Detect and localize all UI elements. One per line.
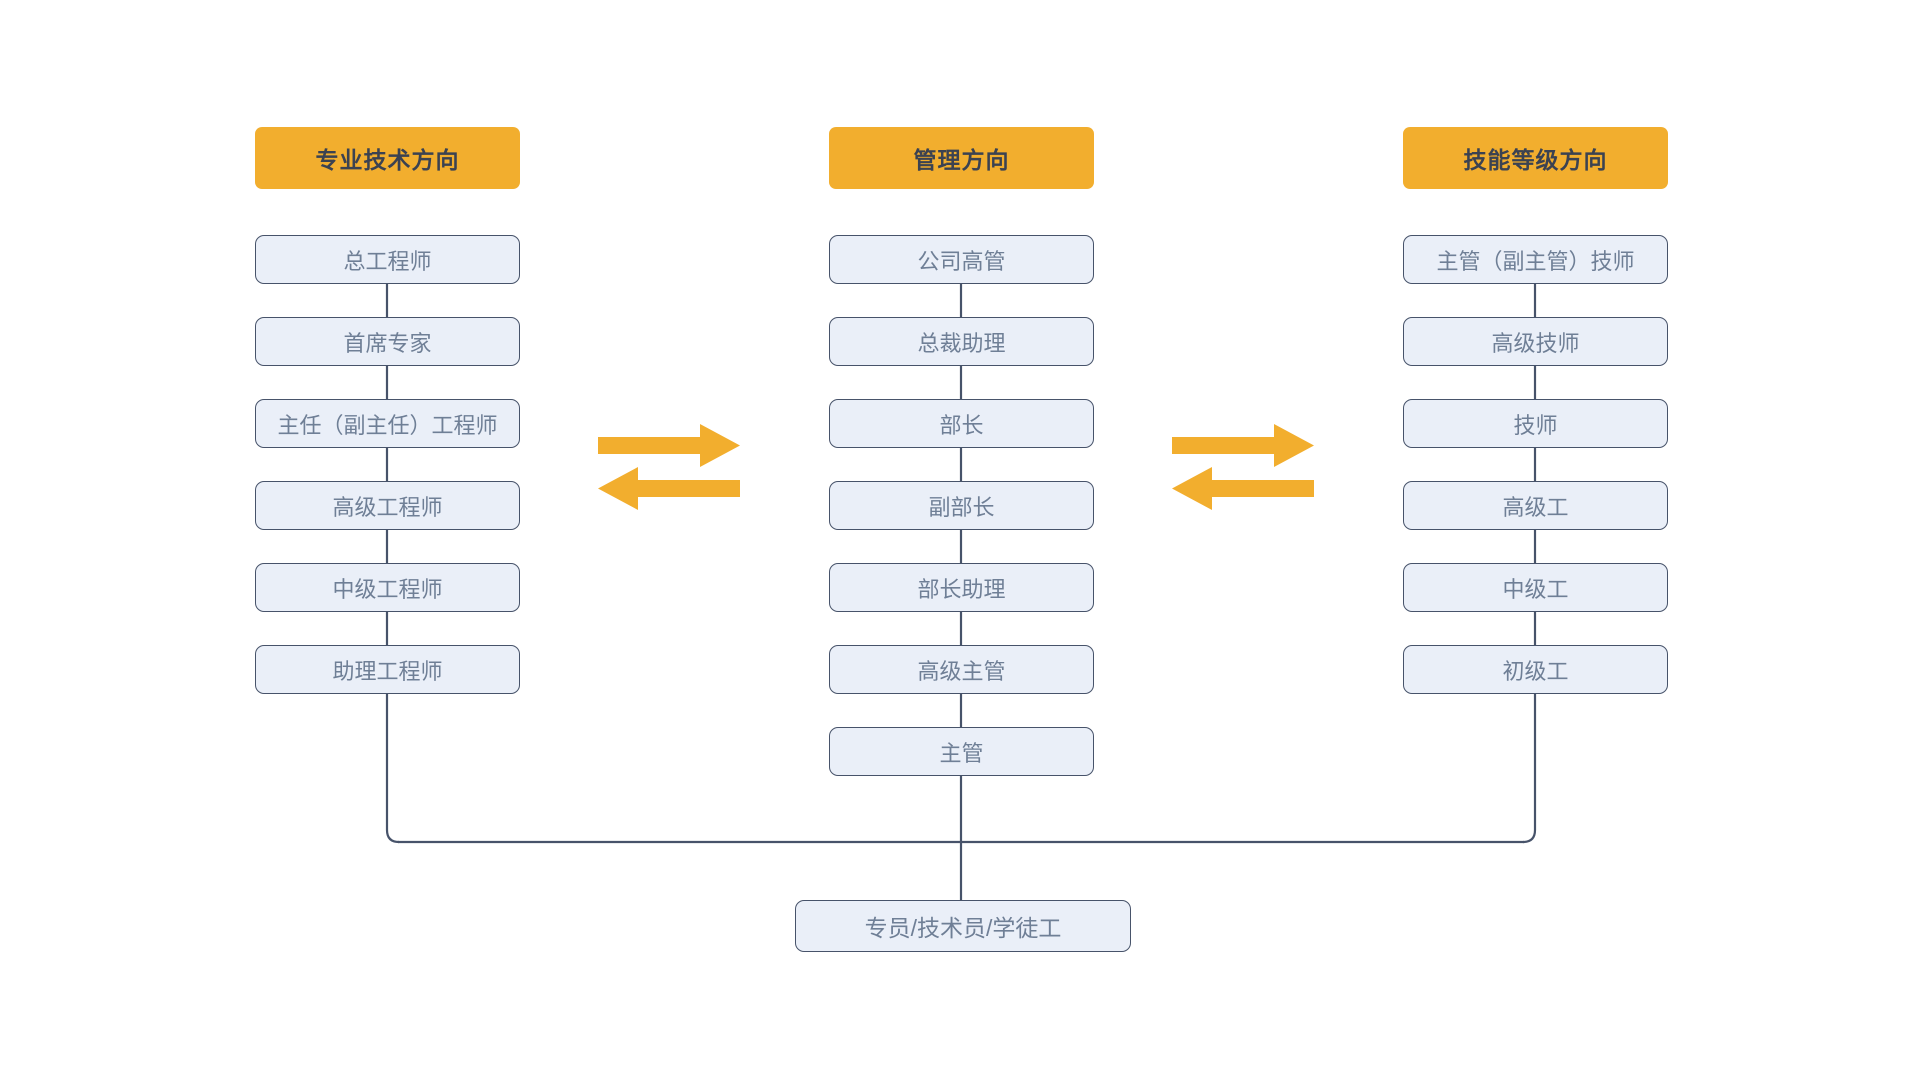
arrow-left-glyph xyxy=(598,467,740,510)
column-header-management[interactable]: 管理方向 xyxy=(829,127,1094,189)
link-technical-bus xyxy=(385,694,400,844)
node-management-2[interactable]: 部长 xyxy=(829,399,1094,448)
column-header-skill[interactable]: 技能等级方向 xyxy=(1403,127,1668,189)
column-header-technical[interactable]: 专业技术方向 xyxy=(255,127,520,189)
node-base-entry-level[interactable]: 专员/技术员/学徒工 xyxy=(795,900,1131,952)
arrow-right-glyph xyxy=(598,424,740,467)
node-management-1[interactable]: 总裁助理 xyxy=(829,317,1094,366)
node-technical-0[interactable]: 总工程师 xyxy=(255,235,520,284)
node-management-5[interactable]: 高级主管 xyxy=(829,645,1094,694)
arrow-left-glyph xyxy=(1172,467,1314,510)
node-skill-2[interactable]: 技师 xyxy=(1403,399,1668,448)
node-management-6[interactable]: 主管 xyxy=(829,727,1094,776)
node-skill-1[interactable]: 高级技师 xyxy=(1403,317,1668,366)
node-technical-5[interactable]: 助理工程师 xyxy=(255,645,520,694)
node-skill-0[interactable]: 主管（副主管）技师 xyxy=(1403,235,1668,284)
two-way-arrows-icon-right xyxy=(1172,424,1314,510)
node-technical-4[interactable]: 中级工程师 xyxy=(255,563,520,612)
node-management-0[interactable]: 公司高管 xyxy=(829,235,1094,284)
link-skill-bus xyxy=(1522,694,1537,844)
node-skill-3[interactable]: 高级工 xyxy=(1403,481,1668,530)
node-technical-3[interactable]: 高级工程师 xyxy=(255,481,520,530)
two-way-arrows-icon-left xyxy=(598,424,740,510)
node-management-3[interactable]: 副部长 xyxy=(829,481,1094,530)
node-technical-2[interactable]: 主任（副主任）工程师 xyxy=(255,399,520,448)
arrow-right-glyph xyxy=(1172,424,1314,467)
node-skill-5[interactable]: 初级工 xyxy=(1403,645,1668,694)
node-technical-1[interactable]: 首席专家 xyxy=(255,317,520,366)
node-management-4[interactable]: 部长助理 xyxy=(829,563,1094,612)
node-skill-4[interactable]: 中级工 xyxy=(1403,563,1668,612)
